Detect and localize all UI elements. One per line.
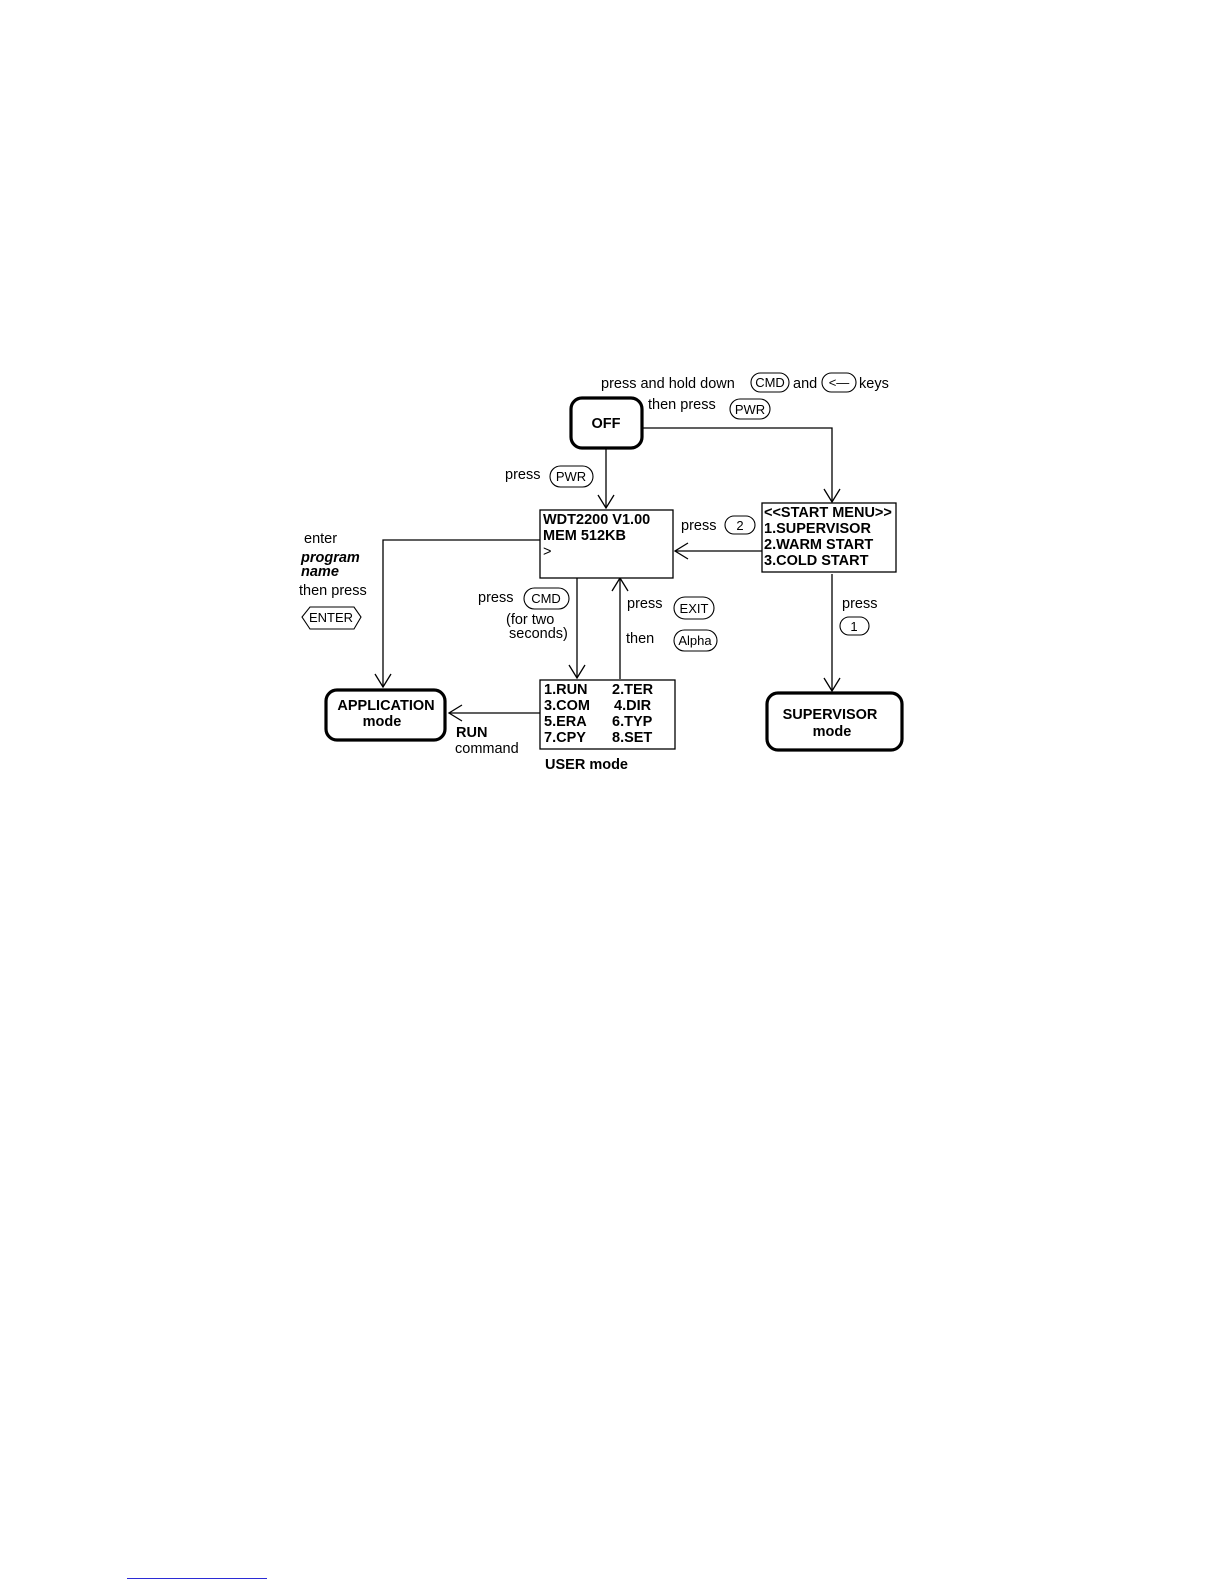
arrowhead-off-to-start-menu — [823, 488, 841, 504]
start-menu-line-1: 1.SUPERVISOR — [764, 521, 871, 537]
alpha-key-icon: Alpha — [673, 629, 718, 652]
svg-text:CMD: CMD — [755, 375, 785, 390]
name-text: name — [301, 564, 339, 580]
arrowhead-start-to-supervisor — [823, 677, 841, 693]
start-menu-line-3: 3.COLD START — [764, 553, 869, 569]
wdt-screen-node: WDT2200 V1.00 MEM 512KB > — [539, 509, 674, 579]
svg-text:EXIT: EXIT — [680, 601, 709, 616]
user-menu-item: 6.TYP — [612, 714, 653, 730]
start-menu-node: <<START MENU>> 1.SUPERVISOR 2.WARM START… — [761, 502, 897, 573]
wdt-screen-line-3: > — [543, 544, 551, 560]
back-arrow-key-icon: <— — [821, 372, 857, 393]
then-press-top-text: then press — [648, 397, 716, 413]
supervisor-label-1: SUPERVISOR — [783, 707, 878, 723]
application-label-1: APPLICATION — [337, 698, 434, 714]
command-text: command — [455, 741, 519, 757]
press-cmd-text: press — [478, 590, 513, 606]
then-press-left-text: then press — [299, 583, 367, 599]
svg-text:PWR: PWR — [556, 469, 586, 484]
wdt-screen-line-2: MEM 512KB — [543, 528, 626, 544]
arrow-wdt-to-application — [382, 539, 540, 687]
supervisor-mode-node: SUPERVISOR mode — [765, 691, 904, 752]
application-label-2: mode — [363, 714, 402, 730]
then-alpha-text: then — [626, 631, 654, 647]
arrowhead-wdt-to-user — [568, 664, 586, 680]
press-exit-text: press — [627, 596, 662, 612]
user-menu-item: 5.ERA — [544, 714, 587, 730]
user-mode-label: USER mode — [545, 757, 628, 773]
svg-text:CMD: CMD — [531, 591, 561, 606]
press-1-text: press — [842, 596, 877, 612]
top-instruction-text: press and hold down — [601, 376, 735, 392]
press-pwr-text: press — [505, 467, 540, 483]
seconds-text: seconds) — [509, 626, 568, 642]
pwr-key-icon: PWR — [729, 398, 771, 420]
arrowhead-start-to-wdt — [673, 542, 689, 560]
svg-text:Alpha: Alpha — [678, 633, 712, 648]
pwr-key-icon: PWR — [549, 465, 594, 488]
start-menu-line-0: <<START MENU>> — [764, 505, 892, 521]
program-text: program — [300, 550, 360, 566]
user-menu-item: 3.COM — [544, 698, 590, 714]
arrow-off-to-start-menu — [642, 427, 833, 502]
application-mode-node: APPLICATION mode — [324, 688, 447, 742]
footnote-separator — [127, 1578, 267, 1579]
svg-text:PWR: PWR — [735, 402, 765, 417]
off-node: OFF — [569, 396, 644, 450]
two-key-icon: 2 — [724, 515, 756, 535]
wdt-screen-line-1: WDT2200 V1.00 — [543, 512, 650, 528]
top-instruction-keys: keys — [859, 376, 889, 392]
cmd-key-icon: CMD — [750, 372, 790, 393]
svg-text:<—: <— — [829, 375, 850, 390]
one-key-icon: 1 — [839, 616, 870, 636]
svg-text:1: 1 — [850, 619, 857, 634]
user-menu-item: 8.SET — [612, 730, 652, 746]
svg-text:ENTER: ENTER — [309, 610, 353, 625]
arrowhead-user-to-application — [447, 704, 463, 722]
user-menu-item: 7.CPY — [544, 730, 586, 746]
arrowhead-wdt-to-application — [374, 673, 392, 689]
for-two-text: (for two — [506, 612, 554, 628]
supervisor-label-2: mode — [813, 724, 852, 740]
cmd-key-icon: CMD — [523, 587, 570, 610]
enter-key-icon: ENTER — [301, 606, 362, 630]
user-menu-item: 2.TER — [612, 682, 654, 698]
run-text: RUN — [456, 725, 487, 741]
off-label: OFF — [592, 416, 621, 432]
user-menu-item: 1.RUN — [544, 682, 588, 698]
exit-key-icon: EXIT — [673, 596, 715, 620]
top-instruction-and: and — [793, 376, 817, 392]
user-menu-item: 4.DIR — [614, 698, 652, 714]
press-2-text: press — [681, 518, 716, 534]
start-menu-line-2: 2.WARM START — [764, 537, 873, 553]
svg-text:2: 2 — [736, 518, 743, 533]
enter-text: enter — [304, 531, 337, 547]
arrowhead-off-to-wdt — [597, 494, 615, 510]
user-menu-node: 1.RUN 2.TER 3.COM 4.DIR 5.ERA 6.TYP 7.CP… — [539, 679, 676, 750]
